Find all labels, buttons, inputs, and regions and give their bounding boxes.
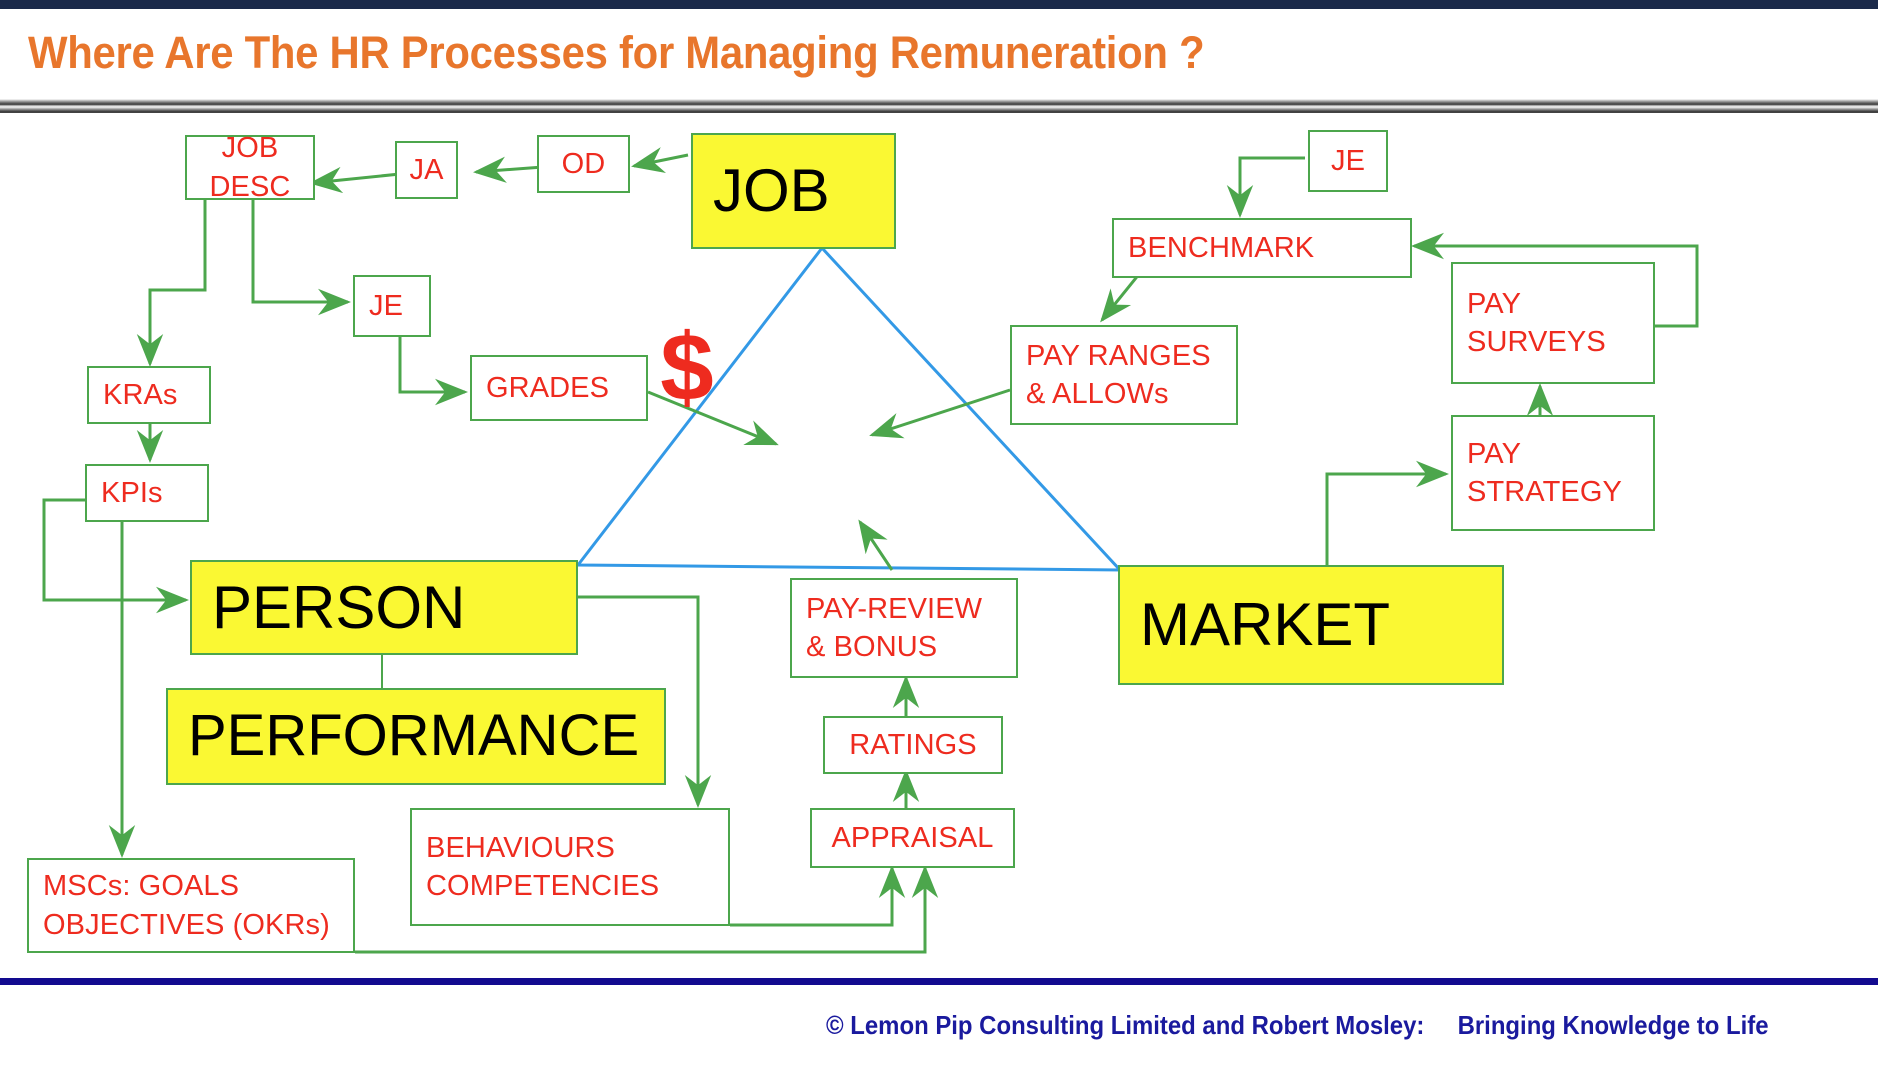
node-od[interactable]: OD	[537, 135, 630, 193]
node-pay-surveys[interactable]: PAY SURVEYS	[1451, 262, 1655, 384]
node-benchmark-label: BENCHMARK	[1128, 231, 1315, 264]
node-appraisal-label: APPRAISAL	[831, 821, 994, 854]
node-job-pillar[interactable]: JOB	[691, 133, 896, 249]
node-benchmark[interactable]: BENCHMARK	[1112, 218, 1412, 278]
dollar-symbol: $	[660, 314, 714, 421]
node-pay-strategy-line1: PAY	[1467, 437, 1522, 470]
edge-jeright-benchmark	[1226, 156, 1305, 218]
edge-market-paystrategy	[1325, 460, 1449, 565]
node-pay-strategy[interactable]: PAY STRATEGY	[1451, 415, 1655, 531]
edge-jobdesc-kras	[136, 200, 207, 367]
node-pay-ranges-line2: & ALLOWs	[1026, 378, 1169, 410]
node-mscs[interactable]: MSCs: GOALS OBJECTIVES (OKRs)	[27, 858, 355, 953]
node-behaviours[interactable]: BEHAVIOURS COMPETENCIES	[410, 808, 730, 926]
bottom-divider	[0, 978, 1878, 985]
node-je-left-label: JE	[369, 289, 404, 322]
node-je-right[interactable]: JE	[1308, 130, 1388, 192]
edge-behaviours-appraisal	[730, 865, 906, 927]
edge-payreview-dollar	[858, 519, 894, 571]
node-pay-review-line1: PAY-REVIEW	[806, 592, 983, 625]
node-pay-review-line2: & BONUS	[806, 631, 938, 663]
node-grades-label: GRADES	[486, 371, 610, 404]
node-job-desc-line2: DESC	[209, 170, 291, 203]
node-kpis[interactable]: KPIs	[85, 464, 209, 522]
edge-jobdesc-je	[251, 200, 351, 316]
edge-job-od	[631, 147, 689, 173]
node-ja[interactable]: JA	[395, 141, 458, 199]
node-market-pillar-label: MARKET	[1140, 591, 1391, 659]
node-je-left[interactable]: JE	[353, 275, 431, 337]
node-pay-ranges[interactable]: PAY RANGES & ALLOWs	[1010, 325, 1238, 425]
node-performance-label: PERFORMANCE	[188, 703, 640, 769]
node-kras-label: KRAs	[103, 378, 178, 411]
node-appraisal[interactable]: APPRAISAL	[810, 808, 1015, 868]
edge-ja-jobdesc	[309, 166, 401, 194]
node-pay-review[interactable]: PAY-REVIEW & BONUS	[790, 578, 1018, 678]
node-ratings-label: RATINGS	[849, 728, 977, 761]
node-je-right-label: JE	[1330, 144, 1366, 177]
node-pay-surveys-line2: SURVEYS	[1467, 326, 1606, 358]
node-pay-ranges-line1: PAY RANGES	[1026, 339, 1211, 372]
node-kras[interactable]: KRAs	[87, 366, 211, 424]
page-title: Where Are The HR Processes for Managing …	[28, 27, 1205, 78]
node-kpis-label: KPIs	[101, 476, 163, 509]
node-behaviours-line1: BEHAVIOURS	[426, 831, 616, 864]
node-job-pillar-label: JOB	[713, 157, 830, 225]
node-job-desc-line1: JOB	[221, 132, 279, 165]
footer-copyright: © Lemon Pip Consulting Limited and Rober…	[826, 1010, 1769, 1040]
node-grades[interactable]: GRADES	[470, 355, 648, 421]
edge-payranges-dollar	[869, 388, 1011, 439]
node-market-pillar[interactable]: MARKET	[1118, 565, 1504, 685]
node-person-pillar-label: PERSON	[212, 573, 466, 641]
node-ja-label: JA	[409, 153, 444, 186]
node-od-label: OD	[561, 147, 606, 180]
top-accent-bar	[0, 0, 1878, 9]
node-mscs-line1: MSCs: GOALS	[43, 870, 240, 903]
metallic-divider	[0, 99, 1878, 113]
node-performance[interactable]: PERFORMANCE	[166, 688, 666, 785]
node-job-desc[interactable]: JOB DESC	[185, 132, 315, 203]
node-ratings[interactable]: RATINGS	[823, 716, 1003, 774]
node-mscs-line2: OBJECTIVES (OKRs)	[43, 908, 330, 941]
node-pay-surveys-line1: PAY	[1467, 287, 1522, 320]
node-pay-strategy-line2: STRATEGY	[1467, 476, 1622, 508]
node-person-pillar[interactable]: PERSON	[190, 560, 578, 655]
node-behaviours-line2: COMPETENCIES	[426, 870, 660, 902]
